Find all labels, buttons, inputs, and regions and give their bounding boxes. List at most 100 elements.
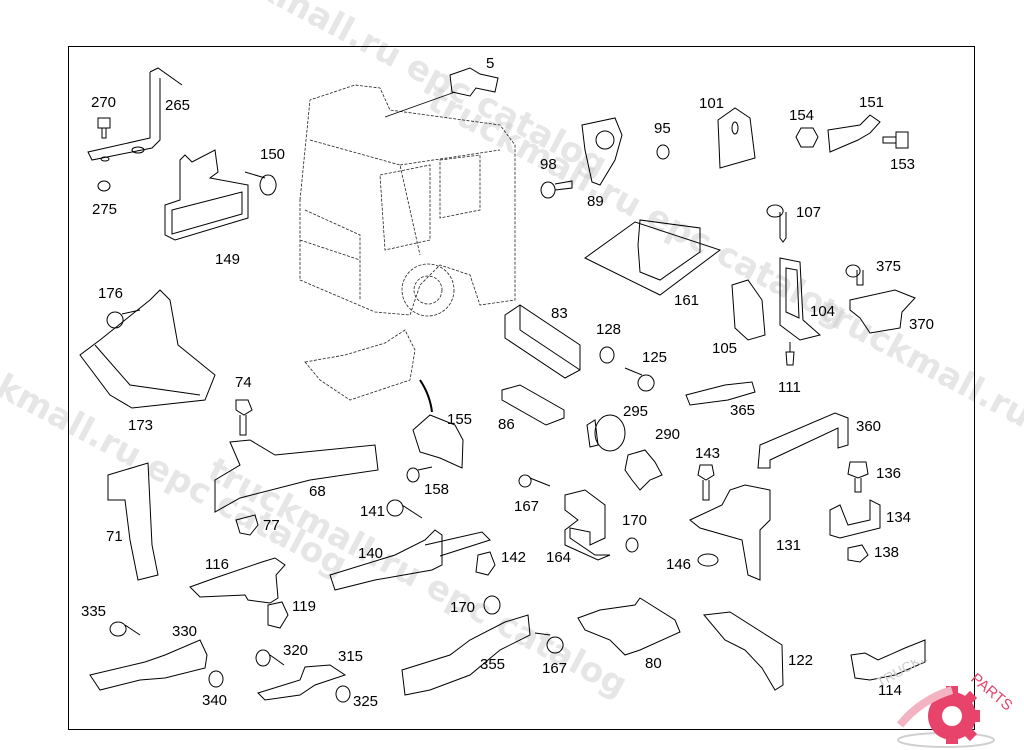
- callout-151[interactable]: 151: [859, 94, 885, 111]
- part-107: [766, 204, 787, 243]
- callout-5[interactable]: 5: [486, 55, 495, 72]
- callout-153[interactable]: 153: [890, 156, 916, 173]
- callout-340[interactable]: 340: [202, 692, 228, 709]
- callout-119[interactable]: 119: [292, 598, 316, 615]
- callout-68[interactable]: 68: [309, 483, 326, 500]
- part-125: [624, 367, 655, 392]
- part-170b: [483, 595, 501, 615]
- callout-270[interactable]: 270: [91, 94, 117, 111]
- part-71: [107, 462, 159, 581]
- callout-104[interactable]: 104: [810, 303, 836, 320]
- callout-89[interactable]: 89: [587, 193, 604, 210]
- callout-143[interactable]: 143: [695, 445, 721, 462]
- callout-131[interactable]: 131: [776, 537, 802, 554]
- callout-370[interactable]: 370: [909, 316, 935, 333]
- callout-114[interactable]: 114: [878, 682, 902, 699]
- part-161: [584, 221, 722, 296]
- part-370: [849, 289, 916, 334]
- part-105: [731, 279, 766, 341]
- callout-150[interactable]: 150: [260, 146, 286, 163]
- callout-136[interactable]: 136: [876, 465, 902, 482]
- part-138: [847, 544, 869, 563]
- callout-122[interactable]: 122: [788, 652, 814, 669]
- callout-125[interactable]: 125: [642, 349, 668, 366]
- callout-80[interactable]: 80: [645, 655, 662, 672]
- part-167a: [518, 474, 551, 488]
- callout-116[interactable]: 116: [205, 556, 229, 573]
- part-98: [540, 180, 573, 199]
- callout-170[interactable]: 170: [450, 599, 476, 616]
- part-111: [785, 342, 795, 366]
- callout-71[interactable]: 71: [106, 528, 123, 545]
- callout-74[interactable]: 74: [235, 374, 252, 391]
- callout-107[interactable]: 107: [796, 204, 822, 221]
- callout-142[interactable]: 142: [501, 549, 527, 566]
- part-355: [401, 614, 531, 696]
- part-128: [599, 346, 615, 364]
- callout-173[interactable]: 173: [128, 417, 154, 434]
- part-315: [257, 664, 347, 701]
- callout-275[interactable]: 275: [92, 201, 118, 218]
- part-270: [97, 117, 111, 139]
- diagram-frame: [68, 46, 975, 730]
- callout-146[interactable]: 146: [666, 556, 692, 573]
- truckmall-parts-logo: TRUCKMALL PARTS: [874, 660, 1016, 748]
- callout-176[interactable]: 176: [98, 285, 124, 302]
- callout-167[interactable]: 167: [542, 660, 568, 677]
- part-375: [845, 264, 864, 286]
- callout-325[interactable]: 325: [353, 693, 379, 710]
- callout-295[interactable]: 295: [623, 403, 649, 420]
- callout-140[interactable]: 140: [358, 545, 384, 562]
- callout-95[interactable]: 95: [654, 120, 671, 137]
- callout-105[interactable]: 105: [712, 340, 738, 357]
- part-86: [501, 384, 565, 426]
- callout-335[interactable]: 335: [81, 603, 107, 620]
- part-141: [386, 499, 423, 519]
- callout-164[interactable]: 164: [546, 549, 572, 566]
- callout-158[interactable]: 158: [424, 481, 450, 498]
- part-80: [577, 597, 681, 656]
- callout-83[interactable]: 83: [551, 305, 568, 322]
- part-74: [235, 399, 253, 436]
- callout-265[interactable]: 265: [165, 97, 191, 114]
- callout-111[interactable]: 111: [778, 379, 801, 396]
- part-295: [594, 414, 626, 452]
- part-290: [624, 449, 663, 491]
- callout-149[interactable]: 149: [215, 251, 241, 268]
- callout-128[interactable]: 128: [596, 321, 622, 338]
- callout-320[interactable]: 320: [283, 642, 309, 659]
- callout-134[interactable]: 134: [886, 509, 912, 526]
- callout-86[interactable]: 86: [498, 416, 515, 433]
- callout-365[interactable]: 365: [730, 402, 756, 419]
- part-173: [79, 289, 216, 409]
- callout-170[interactable]: 170: [622, 512, 648, 529]
- part-170a: [625, 537, 639, 553]
- callout-141[interactable]: 141: [360, 503, 386, 520]
- callout-315[interactable]: 315: [338, 648, 364, 665]
- part-167b: [534, 632, 564, 654]
- part-154: [795, 127, 819, 148]
- part-83: [504, 304, 581, 379]
- callout-290[interactable]: 290: [655, 426, 681, 443]
- callout-138[interactable]: 138: [874, 544, 900, 561]
- callout-375[interactable]: 375: [876, 258, 902, 275]
- callout-77[interactable]: 77: [263, 517, 280, 534]
- callout-154[interactable]: 154: [789, 107, 815, 124]
- truck-cab-illustration: [299, 84, 516, 317]
- callout-355[interactable]: 355: [480, 656, 506, 673]
- part-151: [827, 114, 881, 153]
- part-95: [656, 144, 670, 160]
- logo-text-parts: PARTS: [967, 670, 1015, 714]
- part-365: [685, 381, 756, 406]
- callout-98[interactable]: 98: [540, 156, 557, 173]
- callout-167[interactable]: 167: [514, 498, 540, 515]
- part-77: [235, 514, 259, 536]
- part-325: [335, 685, 351, 703]
- callout-161[interactable]: 161: [674, 292, 700, 309]
- callout-155[interactable]: 155: [447, 411, 473, 428]
- callout-330[interactable]: 330: [172, 623, 198, 640]
- part-150: [244, 171, 277, 196]
- callout-360[interactable]: 360: [856, 418, 882, 435]
- callout-101[interactable]: 101: [699, 95, 725, 112]
